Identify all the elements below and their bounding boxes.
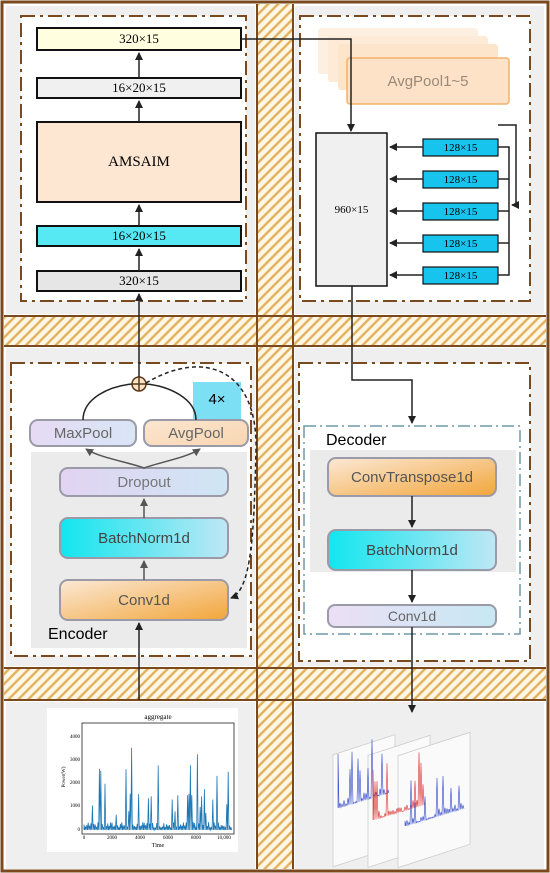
- fusion-block: [241, 28, 519, 287]
- y-tick-4000: 4000: [70, 734, 80, 740]
- decoder-batchnorm-label: BatchNorm1d: [366, 541, 458, 559]
- concat-box-label: 960×15: [334, 203, 369, 216]
- y-tick-0: 0: [77, 827, 81, 833]
- repeat-label: 4×: [208, 390, 226, 408]
- input-chart-ylabel: Power(W): [61, 766, 67, 788]
- input-chart: [47, 708, 238, 852]
- branch-boxes: [422, 138, 499, 285]
- branch-label-4: 128×15: [443, 237, 478, 250]
- output-trace-2: [372, 752, 425, 821]
- branch-label-2: 128×15: [443, 173, 478, 186]
- output-trace-3: [404, 775, 465, 827]
- dropout-label: Dropout: [117, 473, 171, 491]
- input-chart-xlabel: Time: [151, 843, 165, 849]
- avgpool-stack-label: AvgPool1~5: [387, 72, 469, 90]
- encoder-stack: [36, 27, 242, 292]
- decoder-conv-label: Conv1d: [387, 608, 437, 624]
- input-reshape-label: 16×20×15: [112, 228, 166, 243]
- x-tick-8000: 8000: [191, 836, 201, 841]
- branch-label-5: 128×15: [443, 269, 478, 282]
- concat-box-960x15: [315, 132, 388, 287]
- branch-label-3: 128×15: [443, 205, 478, 218]
- avgpool-label: AvgPool: [168, 424, 224, 442]
- y-tick-1000: 1000: [70, 803, 80, 809]
- decoder-block: [303, 286, 521, 713]
- decoder-title: Decoder: [326, 432, 387, 449]
- x-tick-0: 0: [82, 836, 86, 841]
- encoder-block: [29, 293, 257, 700]
- conv-label: Conv1d: [118, 591, 170, 609]
- repeat-loop-arrow: [145, 366, 257, 600]
- hatched-dividers: [4, 4, 546, 869]
- output-charts: [332, 731, 471, 869]
- x-tick-10000: 10,000: [217, 836, 231, 841]
- input-chart-series: [83, 747, 233, 832]
- x-tick-4000: 4000: [135, 836, 145, 841]
- output-trace-1: [337, 739, 390, 809]
- convtranspose-label: ConvTranspose1d: [350, 468, 473, 486]
- y-tick-3000: 3000: [70, 757, 80, 763]
- power-trace-line: [83, 747, 233, 832]
- encoder-title: Encoder: [48, 626, 108, 643]
- input-chart-title: aggregate: [144, 713, 172, 721]
- branch-label-1: 128×15: [443, 141, 478, 154]
- top-box-label: 320×15: [119, 31, 159, 46]
- batchnorm-label: BatchNorm1d: [98, 529, 190, 547]
- x-tick-2000: 2000: [107, 836, 117, 841]
- amsaim-label: AMSAIM: [108, 153, 170, 170]
- maxpool-label: MaxPool: [53, 424, 113, 442]
- input-box-label: 320×15: [119, 273, 159, 288]
- reshape-box-label: 16×20×15: [112, 80, 166, 95]
- y-tick-2000: 2000: [70, 780, 80, 786]
- x-tick-6000: 6000: [163, 836, 173, 841]
- avgpool-stack: [318, 28, 510, 105]
- repeat-badge: [193, 382, 241, 422]
